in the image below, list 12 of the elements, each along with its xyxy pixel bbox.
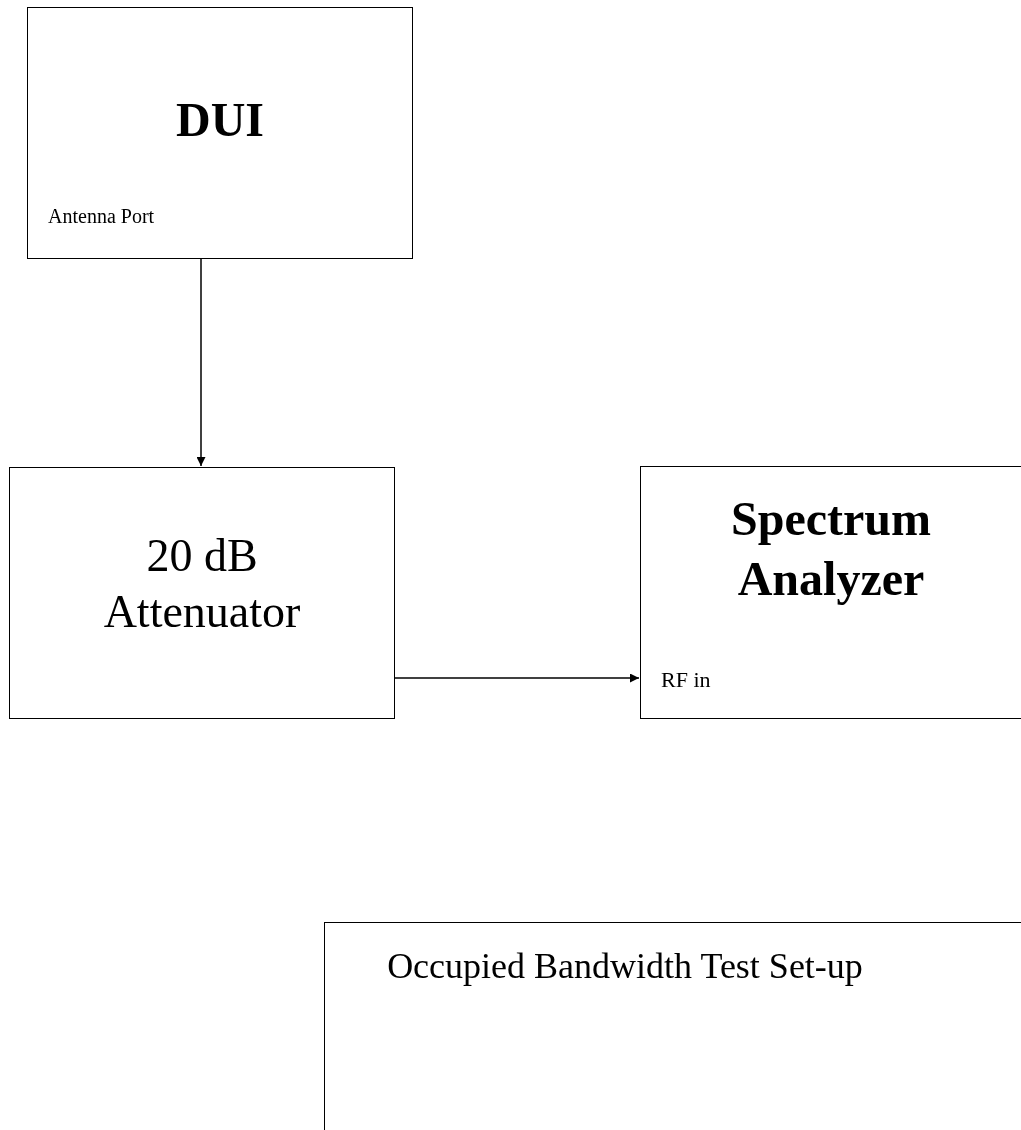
box — [324, 922, 1021, 1130]
attenuator-label: 20 dB Attenuator — [102, 529, 302, 639]
box — [27, 7, 413, 259]
box — [9, 467, 395, 719]
port-label: RF in — [661, 669, 711, 691]
arrow — [394, 673, 640, 683]
setup-caption: Occupied Bandwidth Test Set-up — [386, 945, 864, 988]
port-label: Antenna Port — [48, 206, 155, 226]
arrow — [196, 258, 206, 467]
analyzer-title: Spectrum Analyzer — [730, 491, 932, 607]
device-title: DUI — [175, 96, 265, 144]
box — [640, 466, 1021, 719]
